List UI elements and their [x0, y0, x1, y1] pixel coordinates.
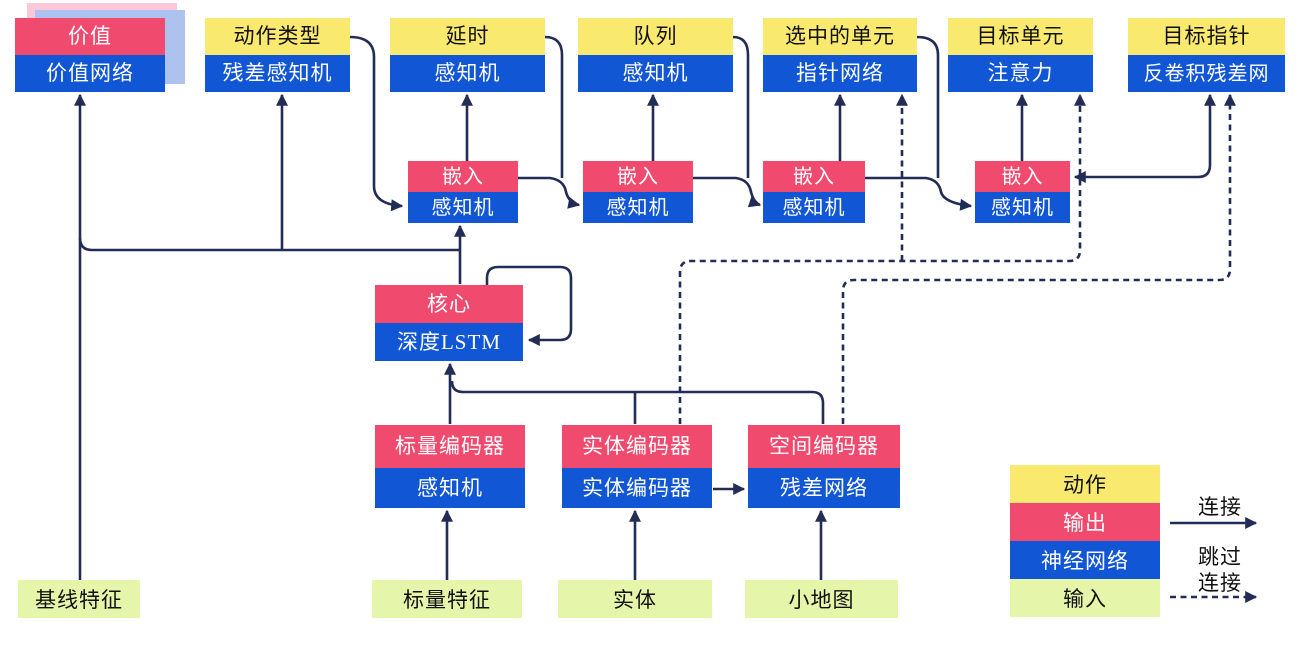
node-spatial-encoder-header: 空间编码器 — [748, 425, 900, 468]
edge-spatial-encoder-to-core — [450, 380, 825, 424]
node-queue-body: 感知机 — [578, 55, 733, 92]
edge-action-type-drop — [349, 35, 404, 212]
edge-embed2-to-embed3 — [693, 176, 762, 208]
node-core-header: 核心 — [375, 285, 523, 323]
edge-embed1-to-embed2 — [518, 176, 581, 209]
legend-row-output: 输出 — [1010, 503, 1160, 541]
input-scalar-features: 标量特征 — [372, 580, 522, 618]
legend-row-network: 神经网络 — [1010, 541, 1160, 579]
node-embed3: 嵌入 感知机 — [763, 161, 865, 223]
node-core: 核心 深度LSTM — [375, 285, 523, 361]
legend-connection-label: 连接 — [1198, 495, 1242, 519]
legend: 动作 输出 神经网络 输入 — [1010, 465, 1160, 617]
node-embed1: 嵌入 感知机 — [408, 161, 518, 223]
input-entities: 实体 — [558, 580, 712, 618]
node-target-unit: 目标单元 注意力 — [948, 18, 1093, 92]
node-selected-units: 选中的单元 指针网络 — [763, 18, 917, 92]
skip-spatial-to-target-point — [841, 93, 1236, 424]
edge-embed3-to-embed4 — [865, 176, 973, 211]
node-value-header: 价值 — [15, 18, 165, 55]
node-target-point: 目标指针 反卷积残差网 — [1128, 18, 1285, 92]
node-spatial-encoder-body: 残差网络 — [748, 468, 900, 508]
edge-embed4-to-target-point — [1073, 93, 1216, 183]
edge-core-branch-left — [78, 237, 460, 252]
node-embed1-header: 嵌入 — [408, 161, 518, 192]
node-selected-units-header: 选中的单元 — [763, 18, 917, 55]
node-embed4-header: 嵌入 — [975, 161, 1070, 192]
node-selected-units-body: 指针网络 — [763, 55, 917, 92]
node-entity-encoder-body: 实体编码器 — [562, 468, 712, 508]
skip-entity-to-heads — [678, 93, 1086, 424]
node-embed2-header: 嵌入 — [583, 161, 693, 192]
node-target-unit-header: 目标单元 — [948, 18, 1093, 55]
node-embed1-body: 感知机 — [408, 192, 518, 223]
node-scalar-encoder-header: 标量编码器 — [375, 425, 525, 468]
node-embed3-header: 嵌入 — [763, 161, 865, 192]
edge-delay-drop — [544, 35, 564, 178]
node-entity-encoder: 实体编码器 实体编码器 — [562, 425, 712, 508]
legend-row-action: 动作 — [1010, 465, 1160, 503]
node-core-body: 深度LSTM — [375, 323, 523, 361]
node-embed2: 嵌入 感知机 — [583, 161, 693, 223]
input-minimap: 小地图 — [745, 580, 898, 618]
node-queue-header: 队列 — [578, 18, 733, 55]
edge-queue-drop — [732, 35, 750, 178]
edge-selected-units-drop — [916, 35, 940, 178]
node-spatial-encoder: 空间编码器 残差网络 — [748, 425, 900, 508]
node-embed2-body: 感知机 — [583, 192, 693, 223]
node-embed4-body: 感知机 — [975, 192, 1070, 223]
node-target-point-body: 反卷积残差网 — [1128, 55, 1285, 92]
node-embed4: 嵌入 感知机 — [975, 161, 1070, 223]
legend-skip-label-line1: 跳过 — [1198, 545, 1242, 569]
node-scalar-encoder-body: 感知机 — [375, 468, 525, 508]
node-target-point-header: 目标指针 — [1128, 18, 1285, 55]
legend-skip-label-line2: 连接 — [1198, 571, 1242, 595]
node-delay-body: 感知机 — [390, 55, 545, 92]
edge-lstm-self-loop — [485, 265, 573, 346]
node-entity-encoder-header: 实体编码器 — [562, 425, 712, 468]
node-value: 价值 价值网络 — [15, 18, 165, 92]
node-embed3-body: 感知机 — [763, 192, 865, 223]
node-action-type-body: 残差感知机 — [205, 55, 350, 92]
node-scalar-encoder: 标量编码器 感知机 — [375, 425, 525, 508]
node-queue: 队列 感知机 — [578, 18, 733, 92]
legend-row-input: 输入 — [1010, 579, 1160, 617]
node-action-type-header: 动作类型 — [205, 18, 350, 55]
node-delay: 延时 感知机 — [390, 18, 545, 92]
node-action-type: 动作类型 残差感知机 — [205, 18, 350, 92]
node-value-body: 价值网络 — [15, 55, 165, 92]
input-baseline-features: 基线特征 — [18, 580, 140, 618]
node-target-unit-body: 注意力 — [948, 55, 1093, 92]
node-delay-header: 延时 — [390, 18, 545, 55]
